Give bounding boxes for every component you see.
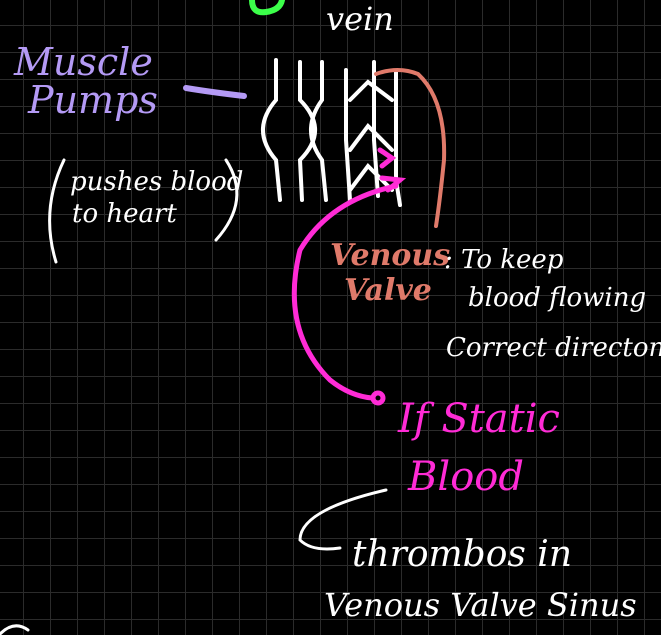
to-keep-label: : To keep: [444, 245, 564, 275]
left-bracket: [50, 160, 64, 262]
blood-flowing-label: blood flowing: [468, 283, 646, 313]
thrombos-in-label: thrombos in: [352, 534, 572, 575]
vein-label: vein: [326, 0, 394, 38]
pushes-blood-label: pushes blood: [70, 167, 243, 197]
if-static-label: If Static: [397, 396, 560, 442]
correct-direction-label: Correct directon: [446, 333, 661, 363]
vein-diagram: [263, 60, 400, 205]
pumps-label: Pumps: [27, 78, 158, 122]
blood-label: Blood: [407, 454, 524, 500]
valve-label: Valve: [344, 273, 432, 308]
venous-label: Venous: [330, 238, 450, 273]
corner-scribble: [0, 626, 28, 634]
muscle-pump-pointer: [186, 88, 244, 96]
to-heart-label: to heart: [72, 199, 177, 229]
green-ink-fragment: [252, 0, 282, 12]
venous-valve-sinus-label: Venous Valve Sinus: [324, 586, 637, 624]
